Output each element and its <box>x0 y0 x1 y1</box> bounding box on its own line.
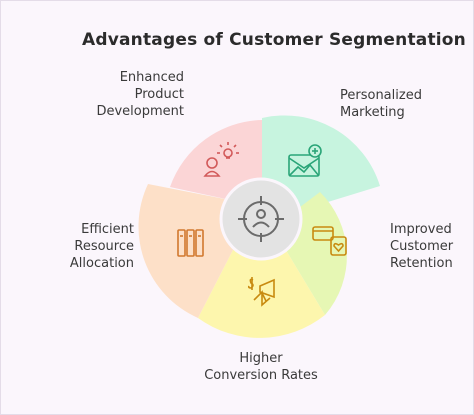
target-user-icon <box>238 196 284 242</box>
segment-personalized-marketing <box>262 115 380 213</box>
label-customer-retention: Improved Customer Retention <box>390 222 454 271</box>
dollar-megaphone-icon <box>247 277 275 307</box>
lightbulb-person-icon <box>203 142 239 177</box>
card-heart-icon <box>312 226 347 256</box>
envelope-image-icon <box>288 144 322 177</box>
label-personalized-marketing: Personalized Marketing <box>340 88 422 120</box>
binders-icon <box>177 229 204 257</box>
label-resource-allocation: Efficient Resource Allocation <box>69 222 134 271</box>
label-conversion-rates: Higher Conversion Rates <box>204 351 318 383</box>
label-product-development: Enhanced Product Development <box>96 70 184 119</box>
diagram-title: Advantages of Customer Segmentation <box>82 30 466 50</box>
segment-conversion-rates <box>198 237 325 338</box>
